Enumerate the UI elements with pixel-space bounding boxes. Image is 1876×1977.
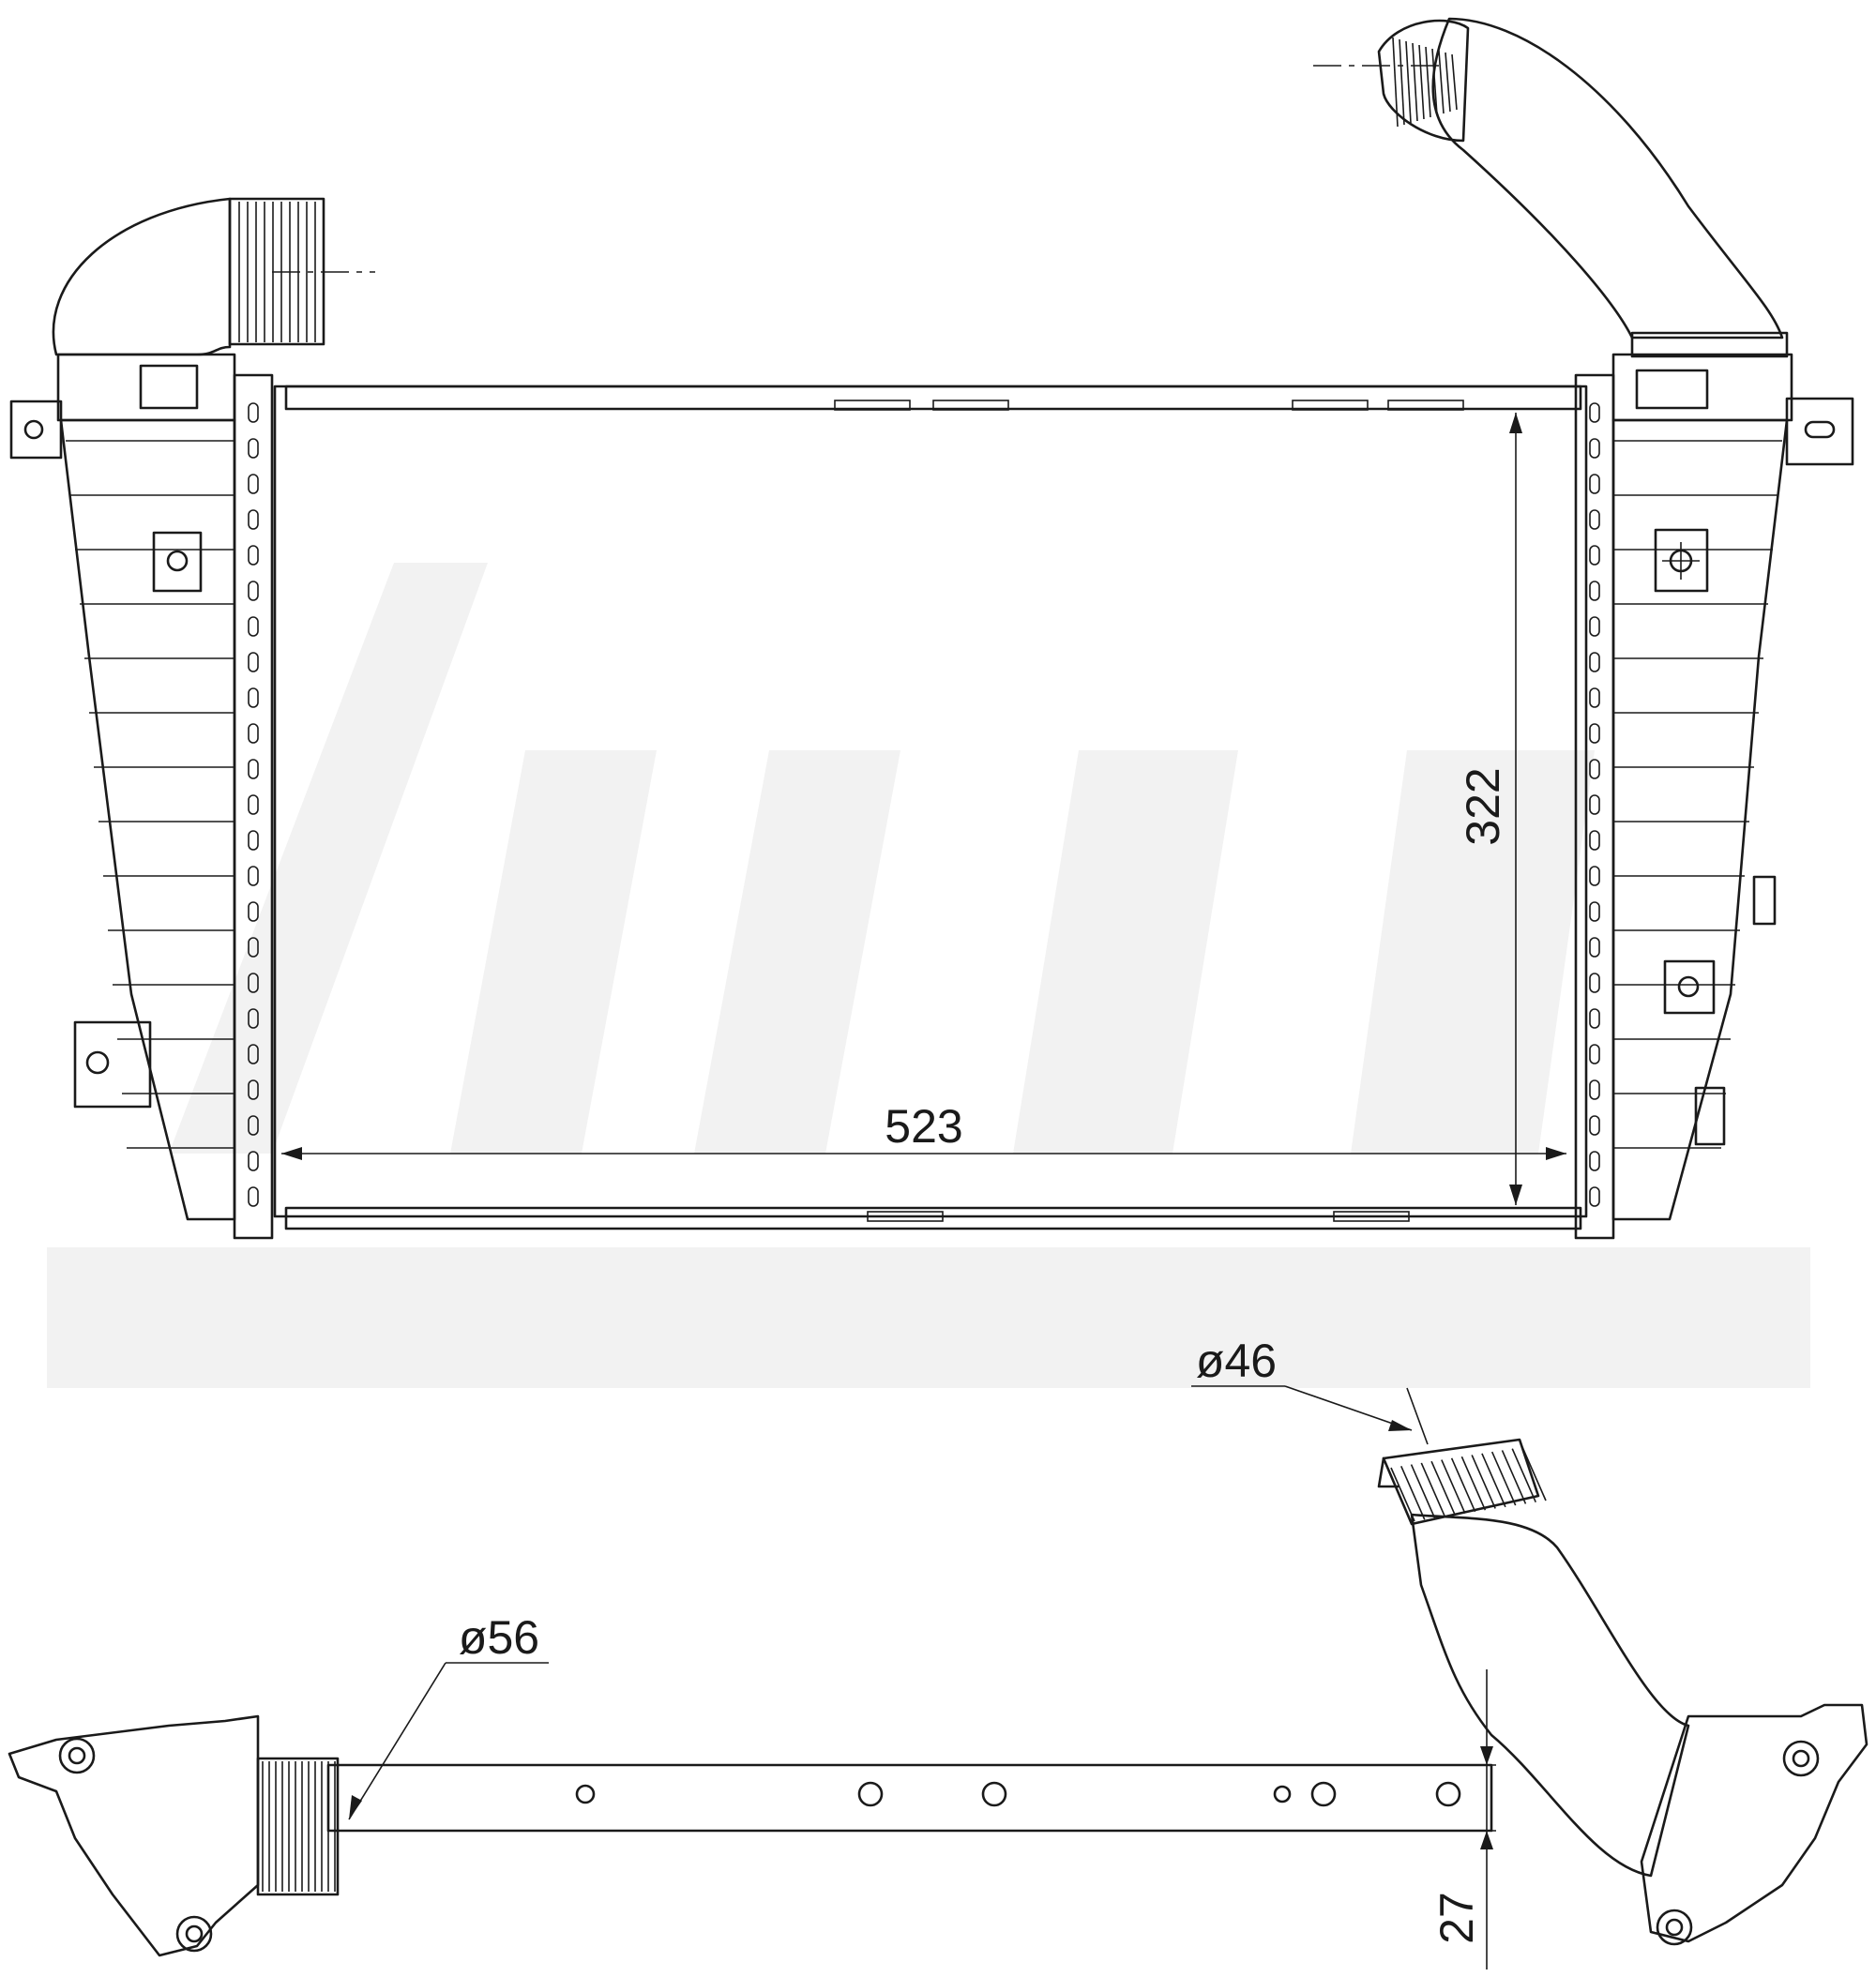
plate-slot [1589,1151,1600,1171]
plate-slot [248,581,259,601]
plate-slot [248,1186,259,1207]
right-outlet-pipe-bottom-view [1410,1513,1690,1878]
plate-slot [248,1079,259,1100]
hose-groove [1420,1462,1446,1517]
hose-groove [1511,1448,1536,1503]
plate-slot [1589,830,1600,851]
plate-slot [248,973,259,993]
plate-slot [1589,402,1600,423]
plate-slot [1589,1186,1600,1207]
right-tank-bottom-view [1640,1703,1868,1943]
plate-slot [248,937,259,958]
plate-slot [248,866,259,886]
plate-slot [1589,901,1600,922]
left-tank-bottom-view [8,1714,260,1957]
plate-slot [248,830,259,851]
plate-slot [248,1008,259,1029]
plate-slot [248,474,259,494]
plate-slot [248,1044,259,1064]
plate-slot [248,723,259,744]
plate-slot [248,1151,259,1171]
plate-slot [248,652,259,672]
hose-groove [1400,1465,1426,1520]
hose-groove [1399,38,1405,126]
plate-slot [1589,581,1600,601]
plate-slot [1589,616,1600,637]
bottom-view: ø46 ø56 27 [8,1335,1868,1969]
plate-slot [1589,723,1600,744]
plate-slot [248,509,259,530]
dimension-outlet-diameter-label: ø46 [1196,1335,1277,1387]
plate-slot [1589,866,1600,886]
hose-groove [1390,1467,1415,1522]
watermark-logo [47,563,1810,1388]
hose-groove [1392,37,1399,128]
plate-slot [1589,1044,1600,1064]
plate-slot [1589,652,1600,672]
plate-slot [1589,545,1600,566]
plate-slot [248,438,259,459]
hose-groove [1441,1459,1466,1514]
dimension-width [281,1147,1566,1160]
plate-slot [1589,937,1600,958]
left-mount-bracket-bottom [73,1020,152,1109]
hose-groove [1490,1451,1517,1506]
plate-slot [1589,474,1600,494]
plate-slot [1589,438,1600,459]
plate-slot [248,1115,259,1136]
plate-slot [248,545,259,566]
left-inlet-hose-bottom [256,1757,340,1896]
right-tank [1611,418,1789,1221]
right-outlet-pipe [1431,17,1784,340]
hose-groove [1471,1455,1496,1509]
plate-slot [1589,794,1600,815]
hose-groove [1405,40,1412,124]
hose-groove [1521,1446,1547,1502]
dimension-thickness-label: 27 [1430,1892,1483,1944]
plate-slot [248,402,259,423]
left-mount-bracket-top [9,400,63,460]
dimension-inlet-diameter-label: ø56 [459,1611,539,1664]
hose-groove [1410,1464,1436,1518]
hose-groove [1418,44,1425,120]
hose-groove [1431,48,1438,116]
right-mount-bracket-top [1785,397,1854,466]
plate-slot [248,687,259,708]
plate-slot [1589,509,1600,530]
hose-groove [1460,1456,1487,1511]
hose-groove [1438,50,1445,114]
plate-slot [1589,687,1600,708]
plate-slot [1589,973,1600,993]
plate-slot [1589,1008,1600,1029]
hose-groove [1430,1460,1456,1516]
core-side-bar [326,1763,1493,1833]
right-outlet-hose-end [1377,19,1470,143]
dimension-height [1509,413,1522,1205]
hose-groove [1445,52,1451,113]
hose-groove [1425,46,1431,118]
plate-slot [1589,1079,1600,1100]
plate-slot [1589,759,1600,779]
hose-groove [1481,1453,1506,1508]
plate-slot [248,794,259,815]
core-bottom-rail [284,1206,1582,1230]
hose-groove [1412,42,1418,122]
hose-groove [1501,1450,1527,1504]
plate-slot [1589,1115,1600,1136]
top-view: 523 322 [9,17,1854,1240]
plate-slot [248,759,259,779]
plate-slot [248,901,259,922]
dimension-width-label: 523 [885,1100,962,1153]
right-outlet-hose-bottom [1382,1438,1540,1526]
left-inlet-pipe [52,197,232,356]
plate-slot [248,616,259,637]
hose-groove [1451,53,1458,111]
hose-groove [1450,1457,1476,1513]
dimension-thickness [1477,1669,1496,1969]
dimension-height-label: 322 [1457,767,1509,845]
